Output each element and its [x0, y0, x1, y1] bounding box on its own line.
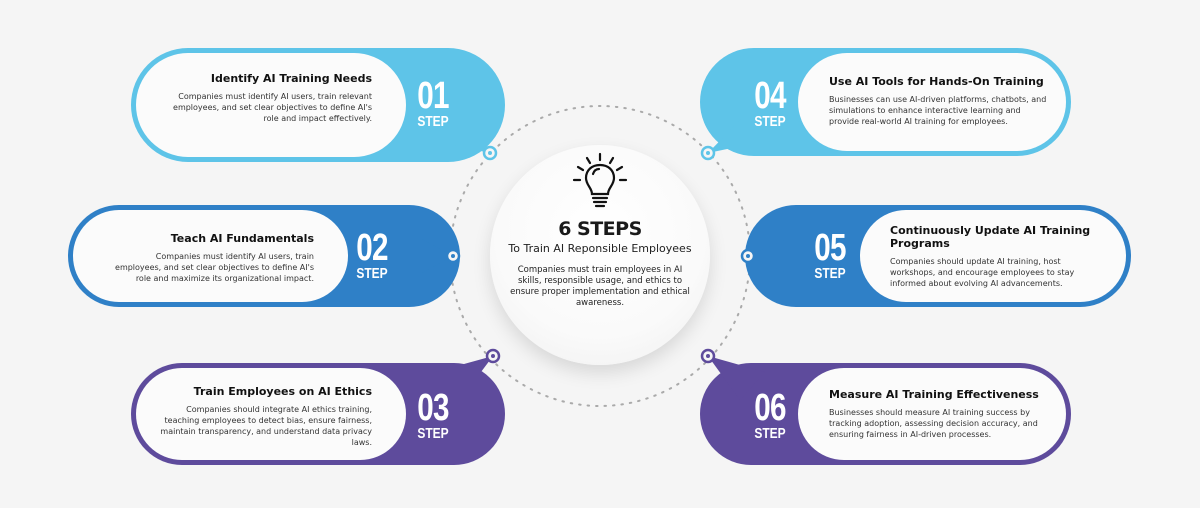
step-05-description: Companies should update AI training, hos…: [890, 257, 1075, 288]
step-01-description: Companies must identify AI users, train …: [173, 92, 372, 123]
step-02-number: 02: [356, 227, 388, 269]
step-06-title: Measure AI Training Effectiveness: [829, 388, 1039, 401]
step-02-badge: 02 STEP: [346, 227, 398, 282]
step-01-number: 01: [417, 75, 449, 117]
step-04-panel: [798, 53, 1066, 151]
step-06-panel: [798, 368, 1066, 460]
step-05-text: Continuously Update AI Training Programs…: [890, 224, 1100, 289]
step-04-description: Businesses can use AI-driven platforms, …: [829, 95, 1047, 126]
step-03-label: STEP: [417, 425, 449, 442]
step-03-badge: 03 STEP: [407, 387, 459, 442]
step-03-number: 03: [417, 387, 449, 429]
step-02-panel: [73, 210, 348, 302]
step-04-label: STEP: [754, 113, 786, 130]
step-01-text: Identify AI Training Needs Companies mus…: [168, 72, 372, 124]
step-06-text: Measure AI Training Effectiveness Busine…: [829, 388, 1049, 440]
step-02-label: STEP: [356, 265, 388, 282]
step-04-badge: 04 STEP: [744, 75, 796, 130]
step-06-number: 06: [754, 387, 786, 429]
step-02-text: Teach AI Fundamentals Companies must ide…: [110, 232, 314, 284]
center-title: 6 STEPS: [558, 218, 642, 240]
step-04-title: Use AI Tools for Hands-On Training: [829, 75, 1044, 88]
step-03-title: Train Employees on AI Ethics: [193, 385, 372, 398]
step-03-description: Companies should integrate AI ethics tra…: [160, 405, 372, 447]
step-05-badge: 05 STEP: [804, 227, 856, 282]
step-05-panel: [860, 210, 1126, 302]
center-subtitle: To Train AI Reponsible Employees: [508, 242, 692, 255]
step-01-title: Identify AI Training Needs: [210, 72, 372, 85]
step-01-panel: [136, 53, 406, 157]
lightbulb-icon: [572, 152, 628, 208]
step-05-title: Continuously Update AI Training Programs: [890, 224, 1091, 250]
step-02-description: Companies must identify AI users, train …: [115, 252, 314, 283]
step-04-text: Use AI Tools for Hands-On Training Busin…: [829, 75, 1049, 127]
step-05-number: 05: [814, 227, 846, 269]
step-03-text: Train Employees on AI Ethics Companies s…: [158, 385, 372, 448]
center-circle: [490, 145, 710, 365]
center-description: Companies must train employees in AI ski…: [510, 265, 690, 308]
step-06-label: STEP: [754, 425, 786, 442]
step-02-title: Teach AI Fundamentals: [170, 232, 314, 245]
step-05-label: STEP: [814, 265, 846, 282]
center-content: 6 STEPS To Train AI Reponsible Employees…: [500, 150, 700, 309]
step-01-badge: 01 STEP: [407, 75, 459, 130]
step-01-label: STEP: [417, 113, 449, 130]
step-06-badge: 06 STEP: [744, 387, 796, 442]
step-06-description: Businesses should measure AI training su…: [829, 408, 1038, 439]
step-04-number: 04: [754, 75, 786, 117]
step-03-panel: [136, 368, 406, 460]
